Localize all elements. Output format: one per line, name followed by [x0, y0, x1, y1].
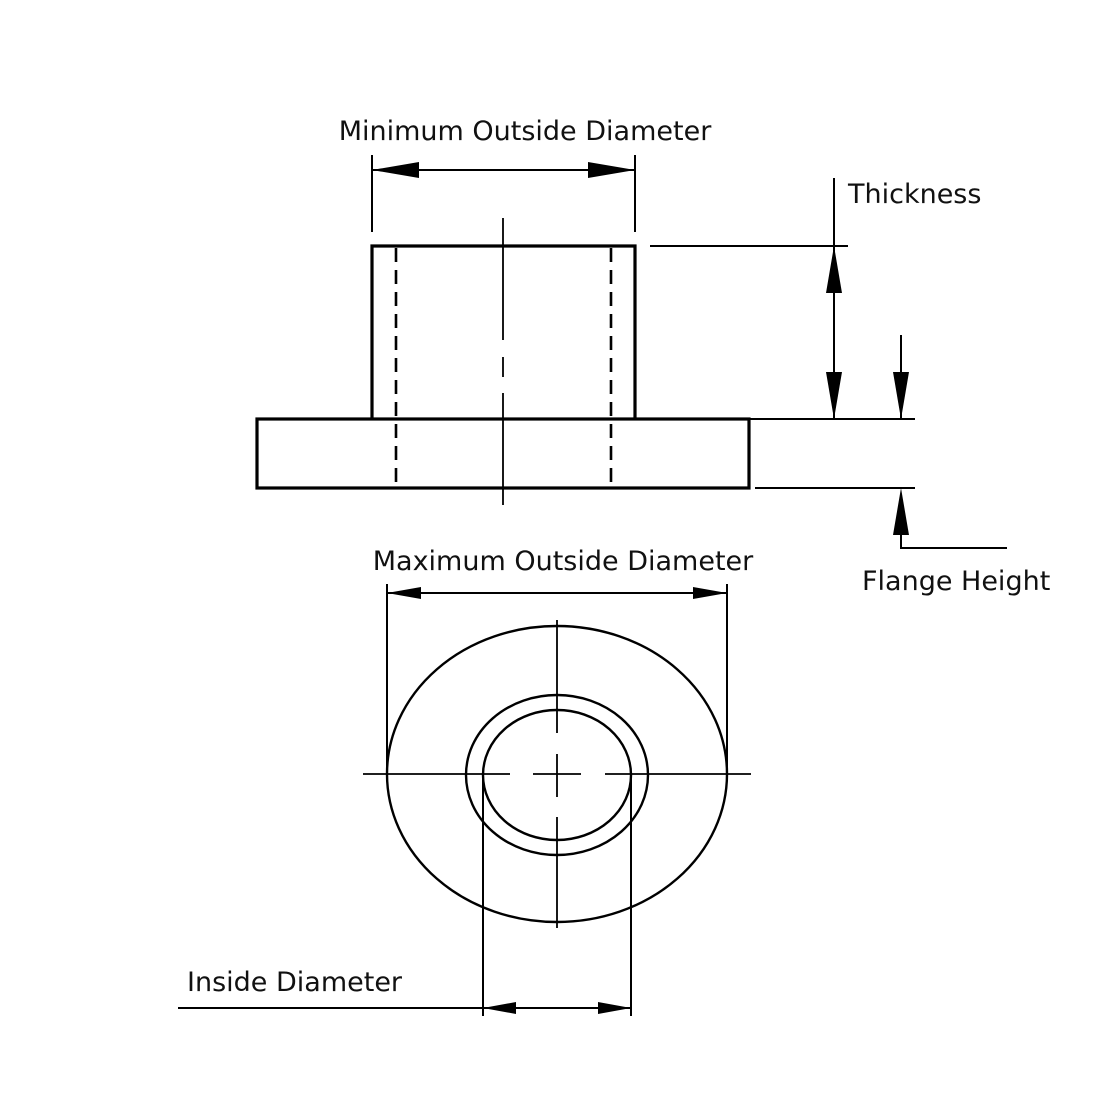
arrowhead-right-icon — [693, 587, 727, 599]
inside-diameter-dimension: Inside Diameter — [178, 778, 632, 1016]
thickness-label: Thickness — [847, 179, 981, 210]
arrowhead-up-icon — [893, 488, 909, 535]
arrowhead-down-icon — [826, 372, 842, 419]
top-view — [363, 620, 751, 928]
inside-diameter-label: Inside Diameter — [187, 967, 403, 998]
arrowhead-left-icon — [483, 1002, 516, 1014]
flange-height-leader — [900, 535, 1007, 549]
arrowhead-right-icon — [598, 1002, 631, 1014]
min-od-label: Minimum Outside Diameter — [339, 116, 713, 147]
arrowhead-right-icon — [588, 162, 635, 178]
arrowhead-up-icon — [826, 246, 842, 293]
max-od-dimension: Maximum Outside Diameter — [373, 546, 754, 770]
thickness-dimension: Thickness — [650, 178, 981, 420]
arrowhead-left-icon — [372, 162, 419, 178]
arrowhead-down-icon — [893, 372, 909, 419]
min-od-dimension: Minimum Outside Diameter — [339, 116, 713, 232]
flange-height-dimension: Flange Height — [755, 335, 1050, 597]
side-view — [255, 218, 751, 505]
flange-height-label: Flange Height — [862, 566, 1050, 597]
arrowhead-left-icon — [387, 587, 421, 599]
max-od-label: Maximum Outside Diameter — [373, 546, 754, 577]
